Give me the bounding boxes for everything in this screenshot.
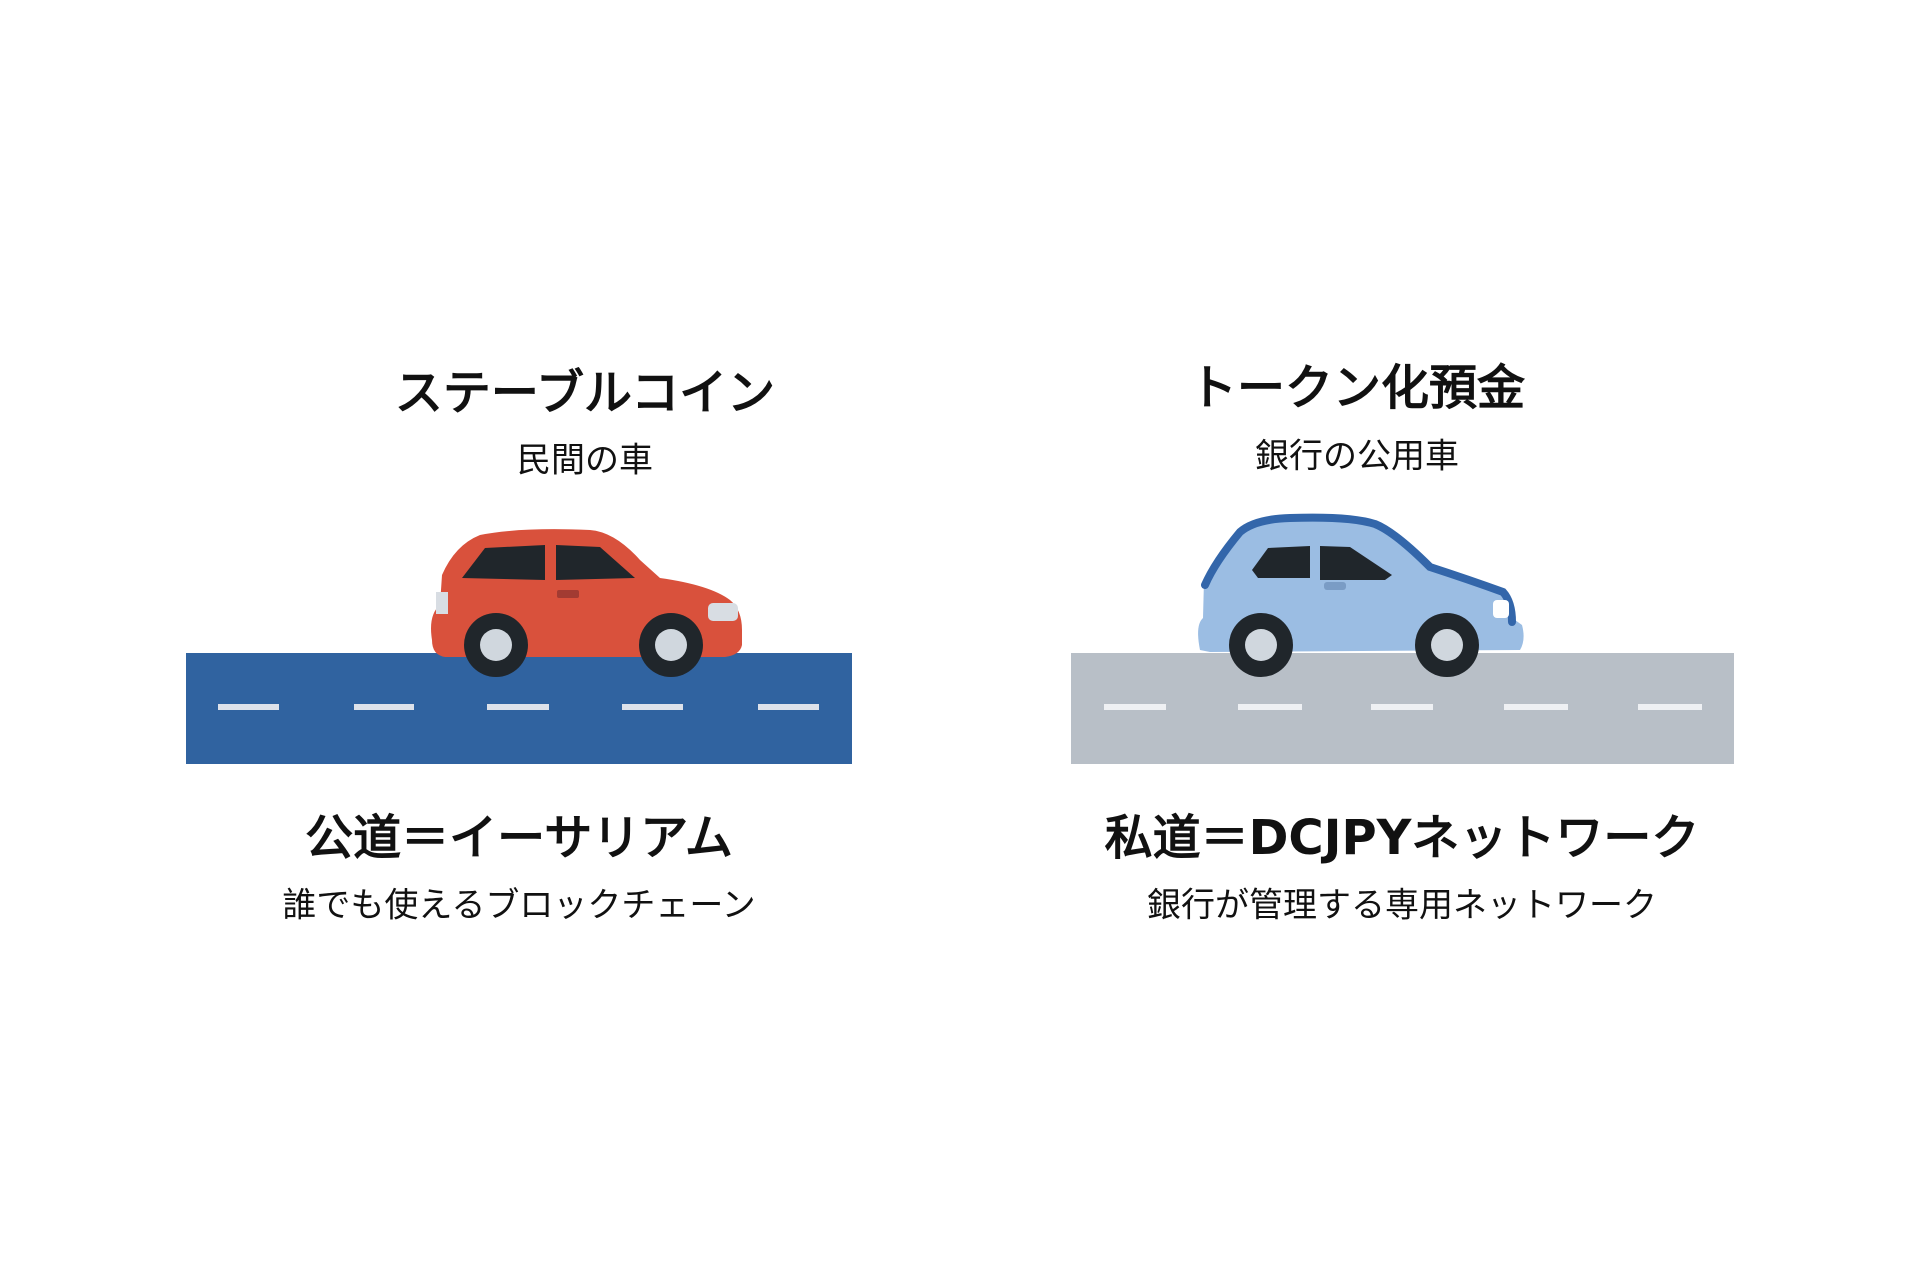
private-road-subtitle: 銀行が管理する専用ネットワーク — [1147, 885, 1657, 926]
private-road — [1071, 653, 1734, 764]
tokenized-deposit-subtitle: 銀行の公用車 — [1255, 436, 1459, 477]
blue-car-icon — [1198, 513, 1524, 677]
stablecoin-title: ステーブルコイン — [394, 365, 776, 421]
public-road — [186, 653, 852, 764]
tokenized-deposit-title: トークン化預金 — [1188, 360, 1526, 416]
red-car-icon — [431, 529, 742, 677]
public-road-title: 公道＝イーサリアム — [305, 810, 733, 866]
private-road-title: 私道＝DCJPYネットワーク — [1104, 810, 1700, 866]
public-road-subtitle: 誰でも使えるブロックチェーン — [282, 885, 756, 926]
stablecoin-subtitle: 民間の車 — [517, 440, 653, 481]
